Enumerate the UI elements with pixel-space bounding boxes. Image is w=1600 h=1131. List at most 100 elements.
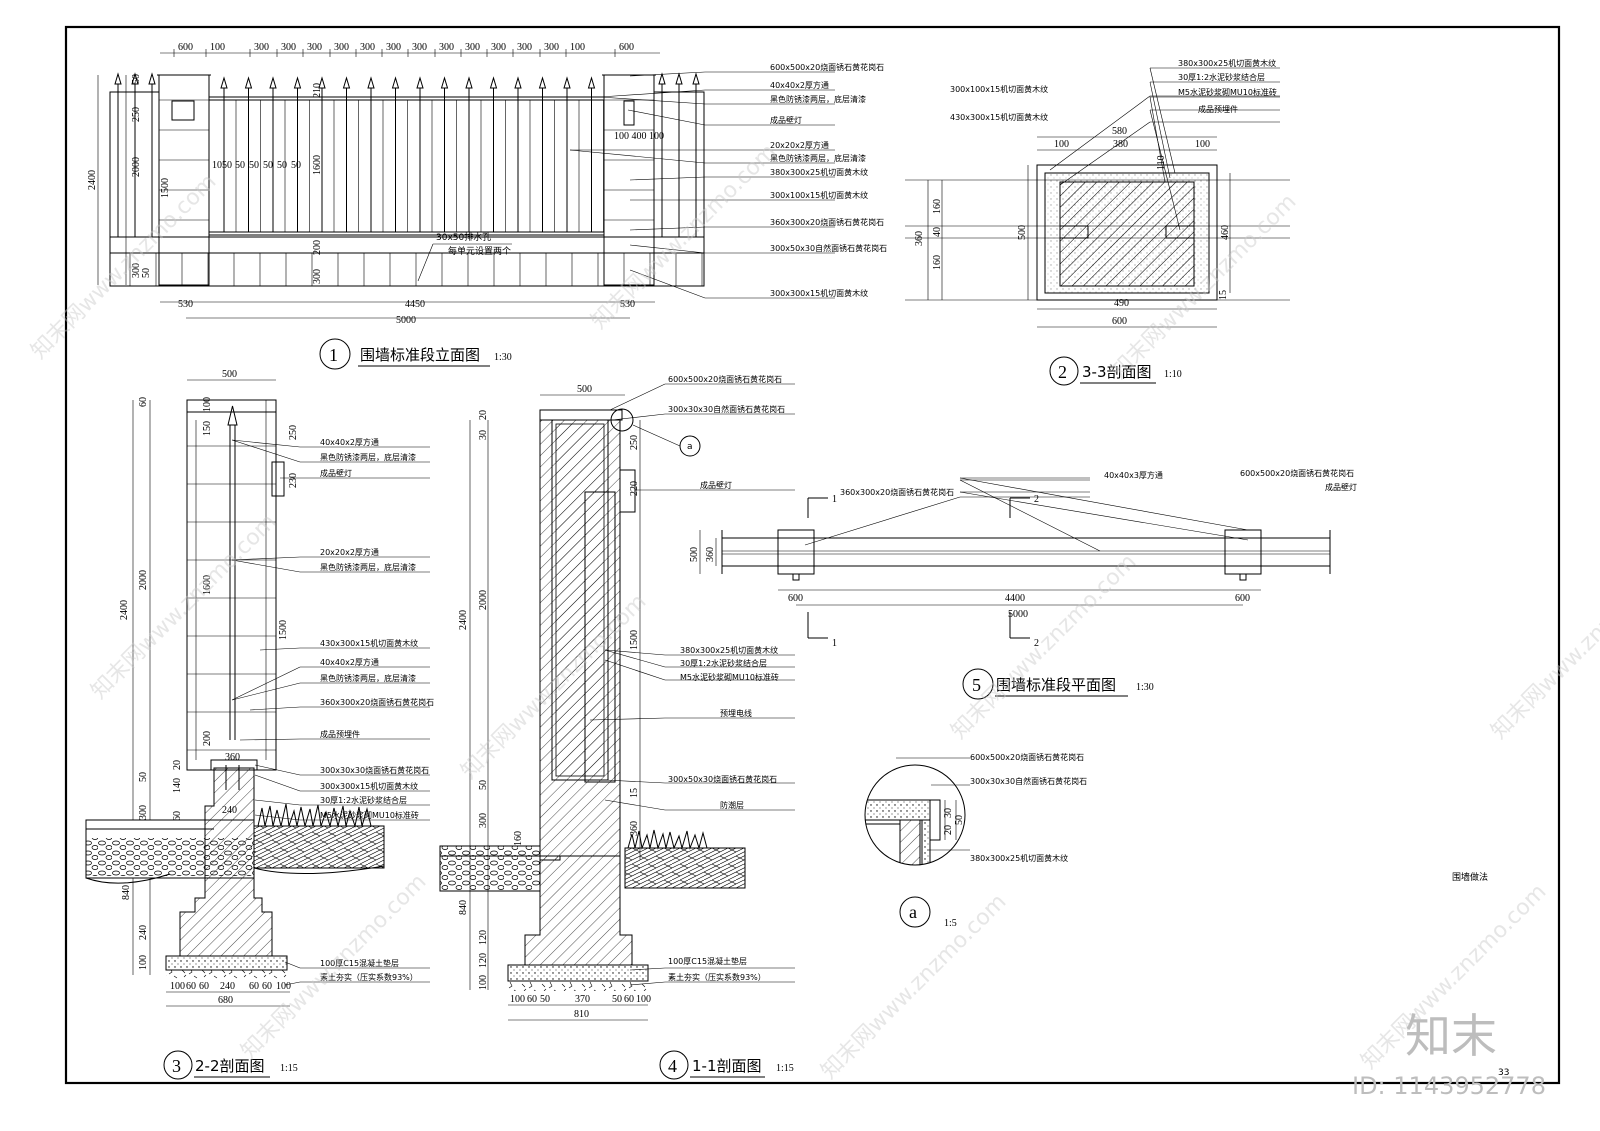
material-label: 300x300x15机切面黄木纹	[320, 781, 418, 791]
material-label: 30厚1:2水泥砂浆结合层	[1178, 72, 1265, 82]
picket-spear	[587, 76, 596, 89]
detail-a-scale: 1:5	[944, 918, 957, 929]
sec11-dim-20: 20	[478, 410, 489, 420]
sec22-dim-300: 300	[138, 805, 149, 820]
material-label: M5水泥砂浆砌MU10标准砖	[320, 810, 419, 820]
material-label: 成品预埋件	[320, 729, 360, 739]
material-label: 430x300x15机切面黄木纹	[950, 112, 1048, 122]
sec22-dim-840: 840	[121, 885, 132, 900]
elev-top-dim: 600	[178, 42, 193, 53]
picket-spear	[293, 76, 302, 89]
elev-dim-530-left: 530	[178, 299, 193, 310]
sec33-dim-380: 380	[1113, 139, 1128, 150]
plan-view: 1 2 1 2 500 360 600 4400 600 5000 360x30…	[689, 468, 1357, 700]
elev-top-dim: 300	[465, 42, 480, 53]
material-label: 360x300x20烧面锈石黄花岗石	[770, 217, 884, 227]
elev-dim-200: 200	[312, 240, 323, 255]
sec33-dim-600: 600	[1112, 316, 1127, 327]
material-label: 100厚C15混凝土垫层	[668, 956, 747, 966]
sec22-dim-60b: 60	[199, 981, 209, 992]
picket-spear	[367, 76, 375, 89]
sec33-dim-360: 360	[914, 231, 925, 246]
view5-scale: 1:30	[1136, 682, 1154, 693]
detail-a-label-3: 380x300x25机切面黄木纹	[970, 853, 1068, 863]
elev-dim-300: 300	[131, 263, 142, 278]
picket-spear	[440, 76, 449, 89]
detail-a-number: a	[909, 902, 917, 922]
view2-scale: 1:10	[1164, 369, 1182, 380]
sec11-dim-250: 250	[629, 435, 640, 450]
elev-dim-1050: 1050	[212, 160, 232, 171]
elev-dim-1600: 1600	[312, 155, 323, 175]
svg-text:知末网www.znzmo.com: 知末网www.znzmo.com	[87, 509, 282, 704]
material-label: 300x100x15机切面黄木纹	[950, 84, 1048, 94]
plan-dim-600b: 600	[1235, 593, 1250, 604]
sec22-dim-680: 680	[218, 995, 233, 1006]
sec22-dim-1500: 1500	[278, 620, 289, 640]
picket-spear	[538, 76, 547, 89]
material-label: 30厚1:2水泥砂浆结合层	[680, 658, 767, 668]
material-label: 300x50x30自然面锈石黄花岗石	[770, 243, 887, 253]
sec11-dim-15: 15	[629, 788, 640, 798]
material-label: 素土夯实（压实系数93%）	[668, 972, 766, 982]
drawing-title: 围墙做法	[1452, 871, 1488, 883]
sec22-dim-60c: 60	[249, 981, 259, 992]
detail-a-dim-30: 30	[943, 808, 954, 818]
elev-top-dim: 300	[281, 42, 296, 53]
view3-number: 3	[172, 1056, 181, 1076]
material-label: 600x500x20烧面锈石黄花岗石	[770, 62, 884, 72]
elev-top-dim: 300	[491, 42, 506, 53]
sec11-dim-100b: 100	[510, 994, 525, 1005]
view4-scale: 1:15	[776, 1063, 794, 1074]
material-label: 20x20x2厚方通	[770, 140, 829, 150]
sec11-dim-370: 370	[575, 994, 590, 1005]
picket-spear	[269, 76, 277, 89]
sec33-dim-160b: 160	[932, 255, 943, 270]
sec11-dim-30: 30	[478, 430, 489, 440]
sec22-dim-160: 160	[172, 811, 183, 826]
elev-top-dim: 300	[544, 42, 559, 53]
sec11-dim-50b: 50	[612, 994, 622, 1005]
picket-spear	[514, 76, 522, 89]
sec33-dim-580: 580	[1112, 126, 1127, 137]
sec22-dim-1600: 1600	[202, 575, 213, 595]
material-label: 黑色防锈漆两层，底层清漆	[320, 452, 416, 462]
material-label: 成品壁灯	[770, 115, 802, 125]
elev-mid-50d: 50	[277, 160, 287, 171]
view3-title: 2-2剖面图	[195, 1057, 265, 1075]
view2-title: 3-3剖面图	[1082, 363, 1152, 381]
sec22-dim-500: 500	[222, 369, 237, 380]
sec33-dim-100a: 100	[1054, 139, 1069, 150]
material-label: 600x500x20烧面锈石黄花岗石	[1240, 468, 1354, 478]
sec22-dim-2000: 2000	[138, 570, 149, 590]
detail-a-dim-20: 20	[943, 825, 954, 835]
material-label: 成品壁灯	[700, 480, 732, 490]
sec22-dim-230: 230	[288, 473, 299, 488]
elev-lamp-dims: 100 400 100	[614, 131, 664, 142]
plan-dim-4400: 4400	[1005, 593, 1025, 604]
picket-spear	[465, 76, 473, 89]
picket-spear	[244, 76, 253, 89]
elev-dim-2400: 2400	[87, 170, 98, 190]
elev-dim-4450: 4450	[405, 299, 425, 310]
view1-title: 围墙标准段立面图	[360, 346, 480, 364]
material-label: 360x300x20烧面锈石黄花岗石	[320, 697, 434, 707]
sec22-dim-100c: 100	[170, 981, 185, 992]
material-label: M5水泥砂浆砌MU10标准砖	[680, 672, 779, 682]
sec33-dim-460: 460	[1220, 225, 1231, 240]
view3-scale: 1:15	[280, 1063, 298, 1074]
sec11-dim-810: 810	[574, 1009, 589, 1020]
sec33-dim-490: 490	[1114, 298, 1129, 309]
material-label: 黑色防锈漆两层，底层清漆	[320, 562, 416, 572]
view1-scale: 1:30	[494, 352, 512, 363]
sec33-dim-160a: 160	[932, 199, 943, 214]
material-label: 预埋电线	[720, 708, 752, 718]
watermark-logo: 知末	[1405, 1009, 1497, 1063]
elev-note-unit: 每单元设置两个	[448, 245, 511, 257]
elev-top-dim: 100	[210, 42, 225, 53]
sec22-dim-360: 360	[225, 752, 240, 763]
sec11-dim-120a: 120	[478, 930, 489, 945]
elev-top-dim: 300	[412, 42, 427, 53]
elev-mid-50e: 50	[291, 160, 301, 171]
sec33-dim-15: 15	[1218, 290, 1229, 300]
